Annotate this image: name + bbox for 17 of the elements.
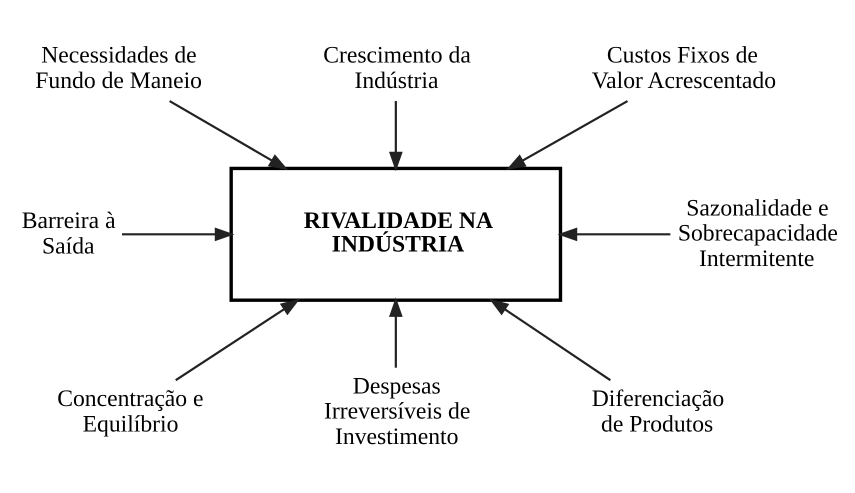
- node-text: Barreira à Saída: [22, 207, 116, 259]
- node-text: Despesas Irreversíveis de Investimento: [324, 372, 470, 450]
- node-text: Crescimento da Indústria: [323, 42, 471, 94]
- arrow: [388, 296, 403, 368]
- arrow: [558, 226, 670, 241]
- node-text: Diferenciação de Produtos: [592, 386, 724, 437]
- arrow: [388, 100, 403, 171]
- arrow: [122, 226, 234, 241]
- node-box: RIVALIDADE NA INDÚSTRIA: [230, 166, 562, 302]
- arrow: [489, 298, 611, 381]
- arrow: [175, 298, 300, 381]
- node-text: Concentração e Equilíbrio: [57, 386, 204, 437]
- node-text: Sazonalidade e Sobrecapacidade Intermitente: [678, 194, 838, 272]
- arrow: [169, 100, 288, 170]
- arrow: [506, 100, 628, 170]
- node-text: Custos Fixos de Valor Acrescentado: [592, 42, 776, 94]
- node-text: Necessidades de Fundo de Maneio: [35, 42, 202, 94]
